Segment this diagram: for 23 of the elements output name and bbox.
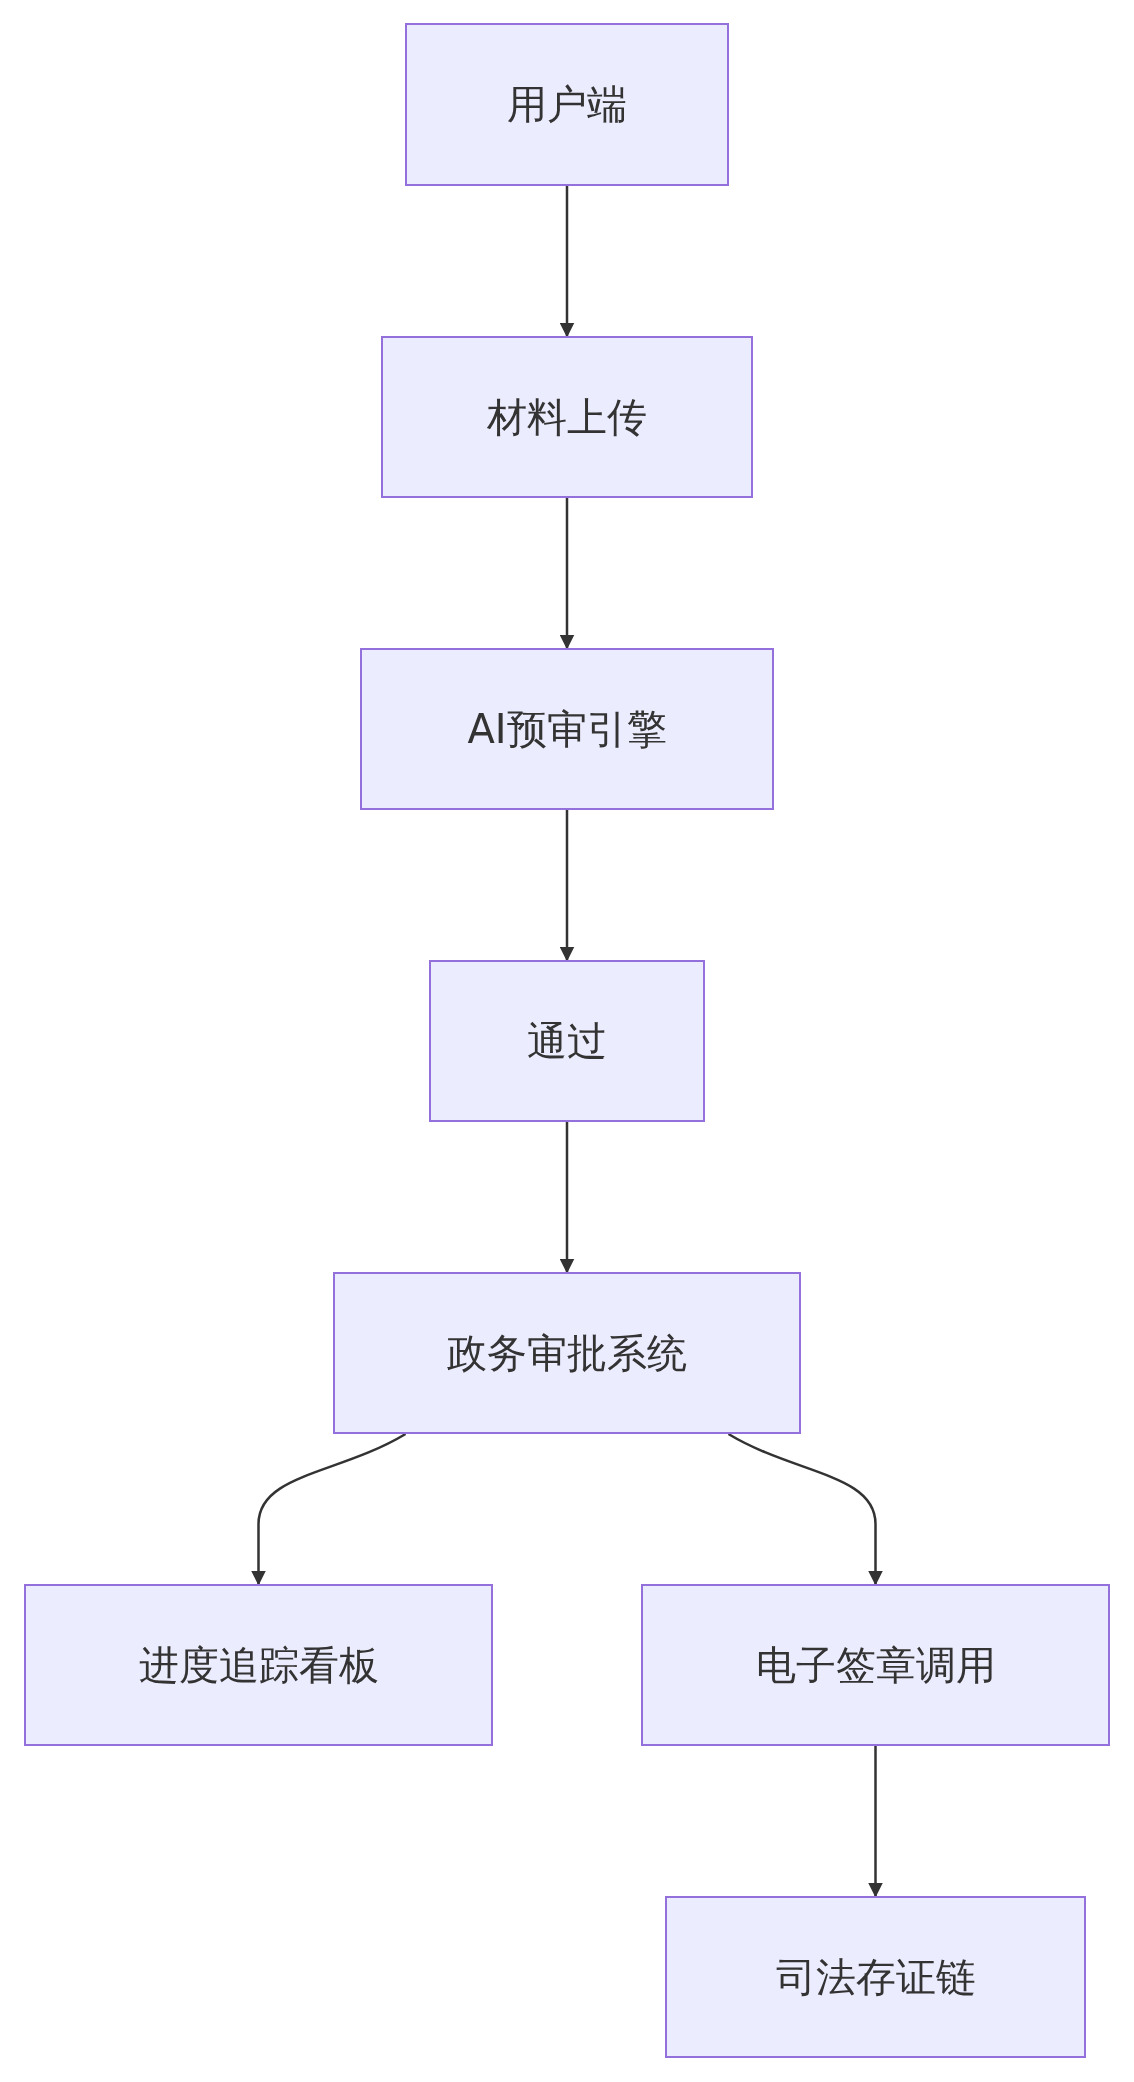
box-label: 司法存证链 (775, 1952, 976, 2002)
arrow (868, 1746, 883, 1898)
process-box (665, 1896, 1086, 2058)
arrow (559, 1122, 575, 1274)
box-label: 材料上传 (487, 392, 647, 442)
box-label: 通过 (527, 1016, 607, 1066)
process-box (381, 336, 753, 498)
arrow (559, 810, 575, 962)
arrow (559, 186, 575, 338)
process-box (429, 960, 705, 1122)
process-box (641, 1584, 1110, 1746)
box-label: AI预审引擎 (467, 704, 667, 754)
box-label: 电子签章调用 (755, 1640, 996, 1690)
box-label: 用户端 (507, 80, 627, 129)
process-box (405, 23, 729, 186)
process-box (360, 648, 774, 810)
arrow (251, 1432, 407, 1586)
arrow (559, 498, 575, 650)
arrow (727, 1432, 883, 1586)
box-label: 进度追踪看板 (138, 1640, 379, 1690)
process-box (24, 1584, 493, 1746)
box-label: 政务审批系统 (447, 1328, 687, 1378)
process-box (333, 1272, 801, 1434)
